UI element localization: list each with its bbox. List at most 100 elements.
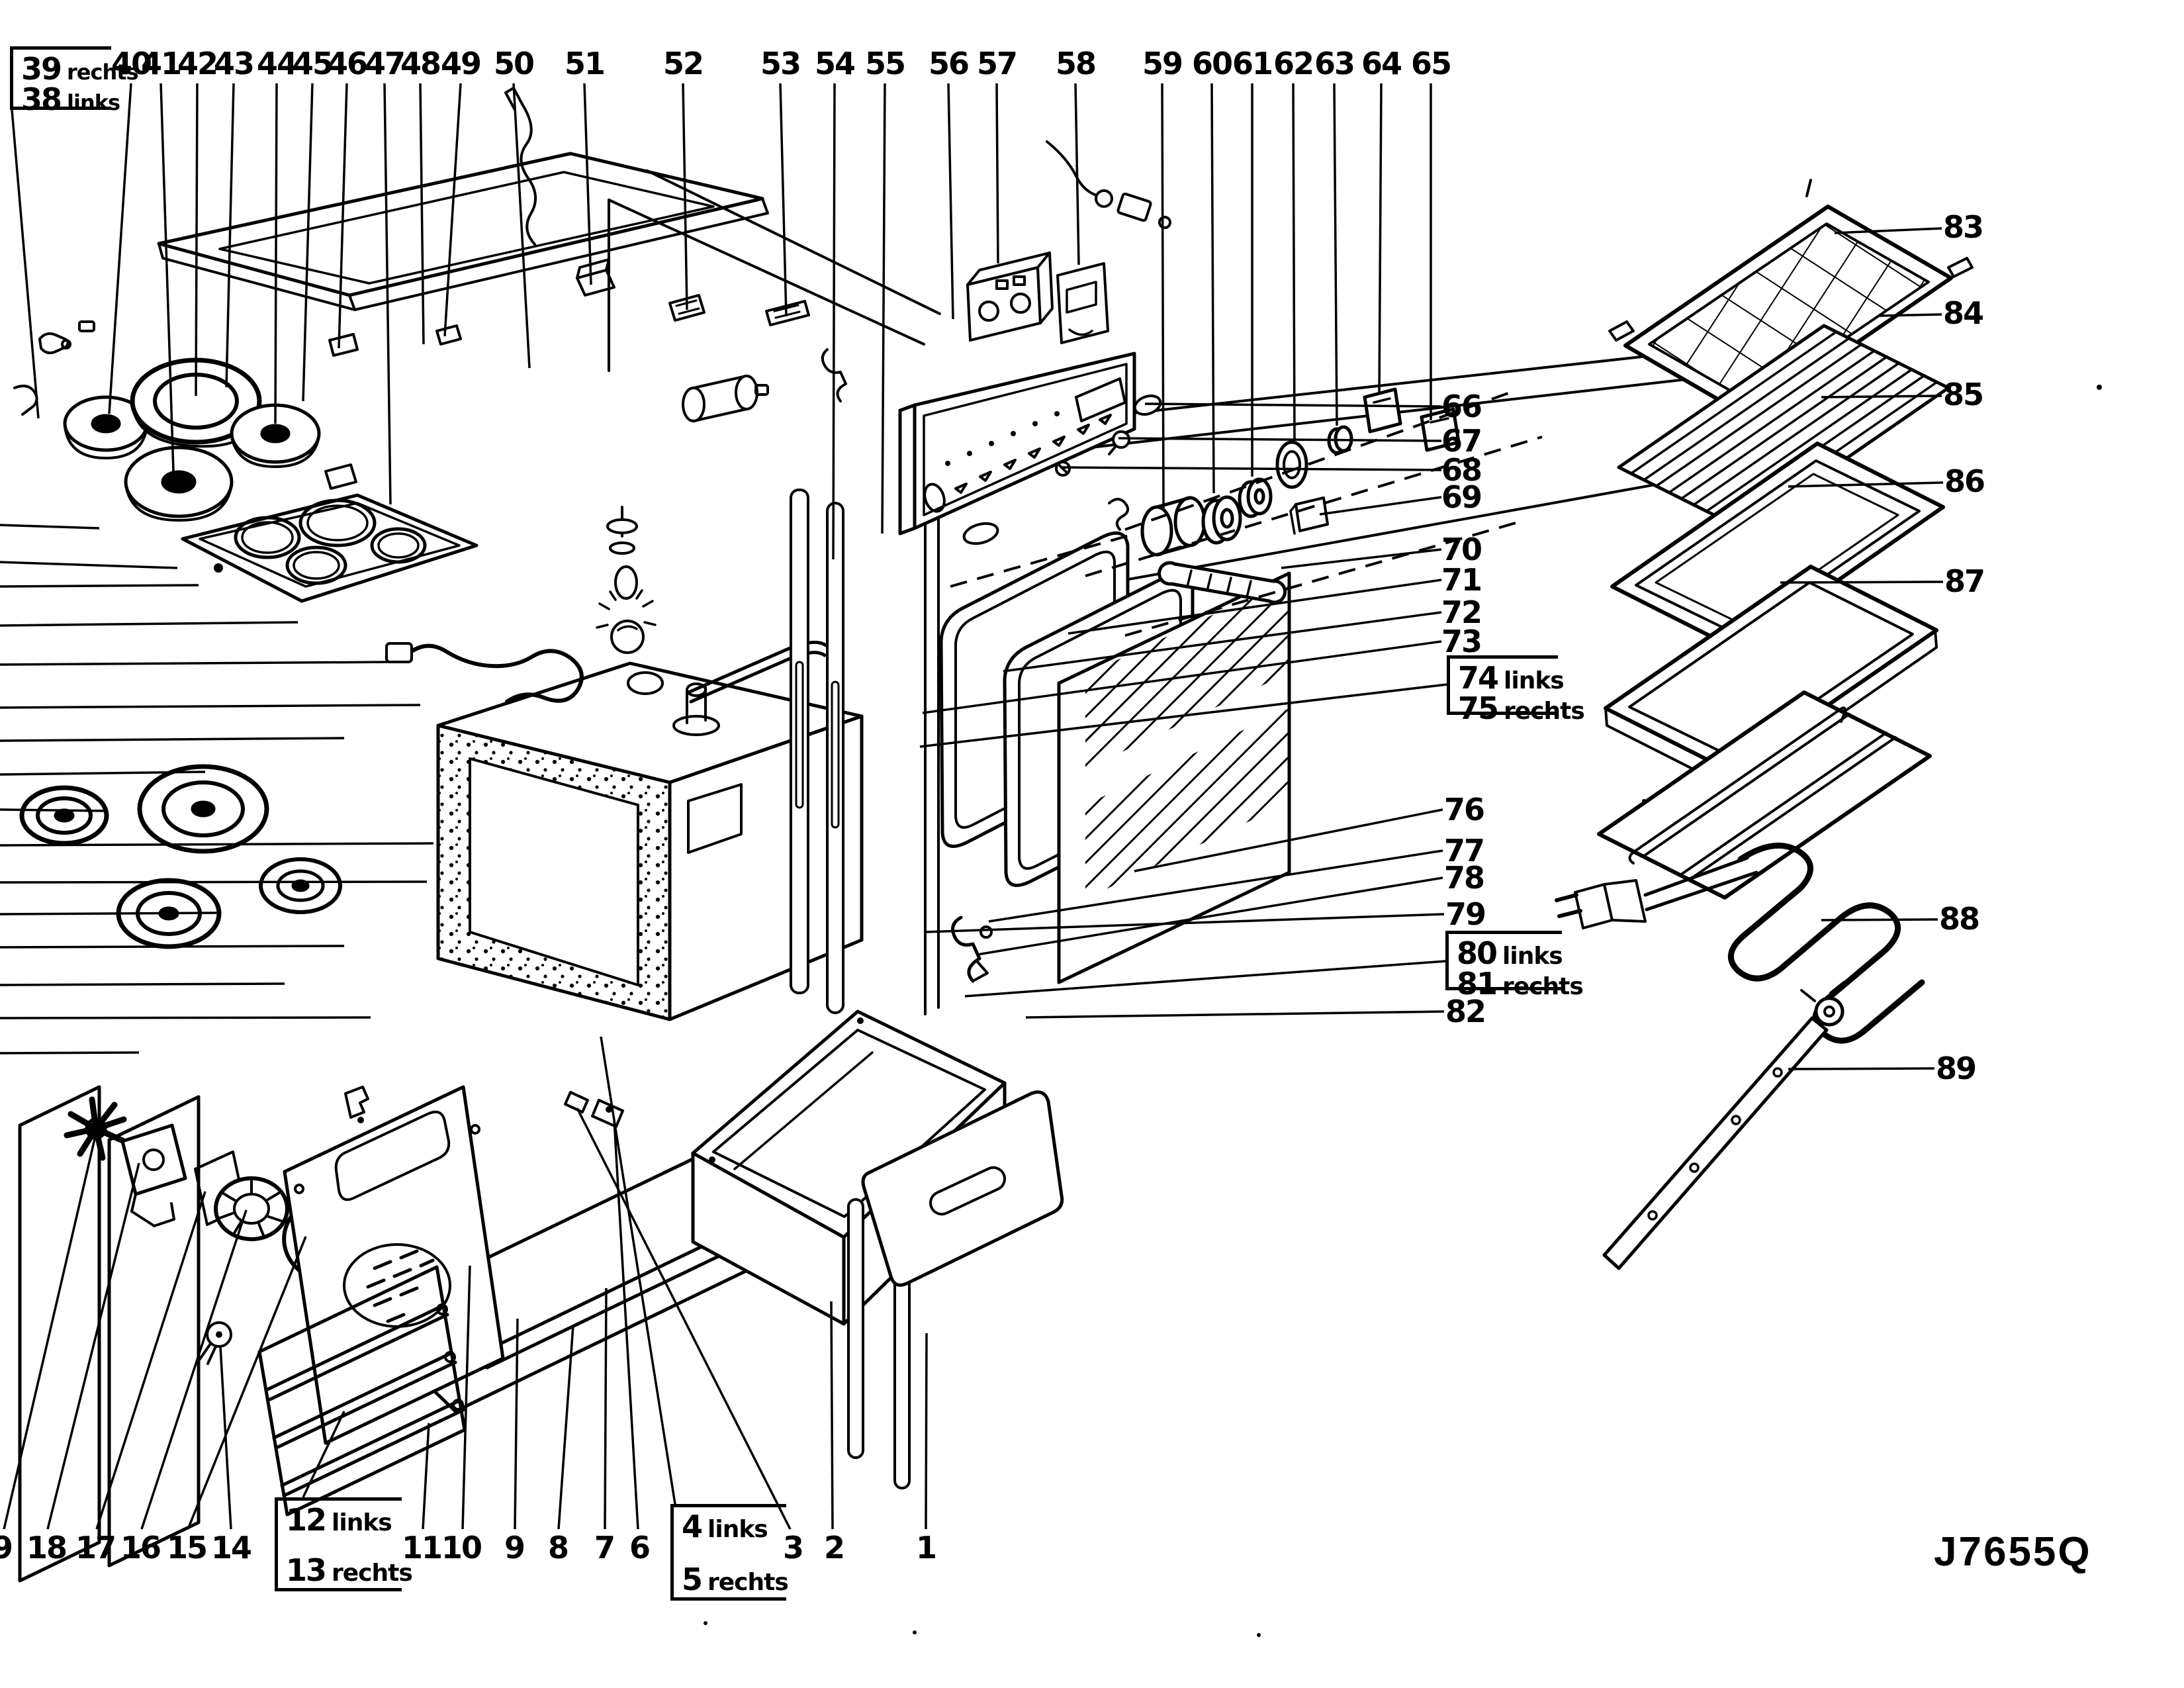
leader-line bbox=[95, 1191, 206, 1530]
part-label-53: 53 bbox=[760, 46, 801, 81]
leader-line bbox=[302, 1411, 345, 1498]
leader-line bbox=[995, 83, 999, 264]
part-label-15: 15 bbox=[166, 1530, 208, 1566]
legend-number: 75 bbox=[1458, 690, 1499, 726]
part-label-58: 58 bbox=[1055, 46, 1097, 81]
leader-line bbox=[1281, 548, 1442, 569]
rear-panel-and-rack bbox=[257, 1085, 505, 1517]
leader-line bbox=[0, 621, 298, 627]
lamp-parts bbox=[1055, 394, 1329, 535]
part-label-56: 56 bbox=[928, 46, 970, 81]
legend-number: 38 bbox=[21, 81, 62, 117]
oven-door-stack bbox=[939, 531, 1291, 984]
leader-line bbox=[0, 737, 345, 742]
leader-line bbox=[3, 1133, 97, 1530]
part-label-6: 6 bbox=[629, 1530, 651, 1566]
side-panels bbox=[18, 1085, 201, 1583]
assembly-axis-line bbox=[1085, 436, 1543, 577]
part-label-70: 70 bbox=[1441, 532, 1482, 567]
part-label-82: 82 bbox=[1445, 994, 1486, 1029]
legend-box-74-75: 74 links 75 rechts bbox=[1447, 655, 1585, 724]
scan-specks bbox=[704, 385, 2102, 1637]
legend-box-4-5: 4 links 5 rechts bbox=[670, 1504, 789, 1601]
leader-line bbox=[0, 561, 178, 569]
oven-lamp bbox=[197, 1321, 232, 1365]
legend-word: links bbox=[1502, 943, 1563, 970]
part-label-9: 9 bbox=[504, 1530, 525, 1566]
leader-line bbox=[443, 83, 462, 337]
part-label-69: 69 bbox=[1441, 479, 1482, 515]
leader-line bbox=[0, 704, 421, 709]
legend-box-38-39: 39 rechts 38 links bbox=[10, 46, 139, 115]
fan-motor-group bbox=[64, 1086, 369, 1282]
leader-line bbox=[1319, 496, 1442, 516]
part-label-2: 2 bbox=[823, 1530, 845, 1566]
part-label-86: 86 bbox=[1944, 463, 1985, 499]
hotplates-lower bbox=[19, 764, 342, 949]
hotplates-upper bbox=[63, 357, 321, 522]
wiring-small-parts bbox=[504, 87, 1171, 422]
part-label-7: 7 bbox=[594, 1530, 615, 1566]
legend-word: rechts bbox=[1504, 698, 1585, 725]
part-label-41: 41 bbox=[140, 46, 182, 81]
legend-row: 74 links bbox=[1458, 663, 1565, 693]
leader-line bbox=[1821, 395, 1942, 399]
part-label-40: 40 bbox=[111, 46, 152, 81]
legend-row: 5 rechts bbox=[682, 1564, 789, 1595]
leader-line bbox=[140, 1209, 248, 1530]
leader-line bbox=[46, 1162, 140, 1530]
legend-box-12-13: 12 links 13 rechts bbox=[275, 1497, 413, 1591]
part-label-67: 67 bbox=[1441, 423, 1482, 459]
part-label-87: 87 bbox=[1944, 563, 1985, 599]
leader-line bbox=[1834, 227, 1942, 234]
assembly-axis-line bbox=[950, 532, 1136, 588]
leader-line bbox=[576, 1107, 792, 1530]
leader-line bbox=[1210, 83, 1215, 494]
legend-row: 12 links bbox=[286, 1505, 394, 1535]
leader-line bbox=[461, 1265, 471, 1530]
heating-element-88 bbox=[1555, 842, 1925, 1044]
leader-line bbox=[925, 1333, 928, 1530]
cooktop-panel bbox=[181, 493, 478, 603]
leader-line bbox=[512, 83, 531, 369]
legend-row: 80 links bbox=[1457, 935, 1563, 971]
leader-line bbox=[779, 83, 788, 317]
legend-word: rechts bbox=[332, 1560, 413, 1587]
maintop-frame bbox=[157, 152, 769, 311]
legend-word: links bbox=[67, 90, 120, 115]
leader-line bbox=[0, 771, 206, 776]
part-label-57: 57 bbox=[976, 46, 1018, 81]
legend-row: 75 rechts bbox=[1458, 690, 1585, 726]
leader-line bbox=[0, 982, 285, 986]
leader-line bbox=[108, 83, 132, 414]
part-label-42: 42 bbox=[177, 46, 218, 81]
leader-line bbox=[219, 1346, 232, 1530]
leader-line bbox=[11, 109, 40, 419]
part-label-18: 18 bbox=[26, 1530, 68, 1566]
part-label-68: 68 bbox=[1441, 452, 1482, 488]
part-label-64: 64 bbox=[1361, 46, 1402, 81]
grill-rack-83 bbox=[1608, 179, 1974, 419]
leader-line bbox=[419, 83, 425, 345]
part-label-60: 60 bbox=[1191, 46, 1233, 81]
part-label-46: 46 bbox=[326, 46, 368, 81]
leader-line bbox=[0, 912, 219, 915]
part-label-43: 43 bbox=[213, 46, 255, 81]
legend-number: 80 bbox=[1457, 935, 1498, 971]
leader-line bbox=[1134, 808, 1443, 872]
part-label-49: 49 bbox=[440, 46, 482, 81]
part-label-88: 88 bbox=[1938, 901, 1980, 937]
part-label-54: 54 bbox=[814, 46, 856, 81]
part-label-11: 11 bbox=[401, 1530, 443, 1566]
legend-row: 38 links bbox=[21, 81, 120, 117]
leader-line bbox=[583, 83, 592, 285]
leader-line bbox=[1333, 83, 1338, 426]
oven-cavity bbox=[436, 489, 864, 1021]
part-label-17: 17 bbox=[75, 1530, 116, 1566]
legend-row: 4 links bbox=[682, 1511, 778, 1542]
leader-line bbox=[923, 913, 1445, 933]
legend-number: 81 bbox=[1457, 966, 1498, 1002]
leader-line bbox=[1003, 611, 1442, 673]
